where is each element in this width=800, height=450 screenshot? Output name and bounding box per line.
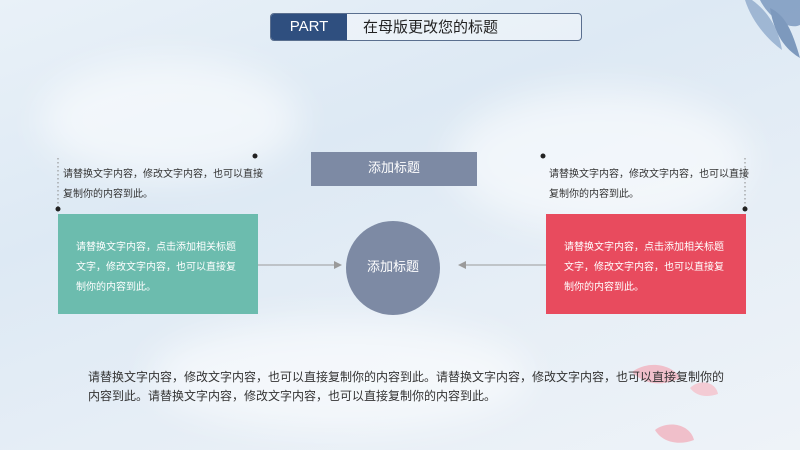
- page-title: 在母版更改您的标题: [363, 18, 499, 36]
- body-paragraph: 请替换文字内容，修改文字内容，也可以直接复制你的内容到此。请替换文字内容，修改文…: [88, 370, 725, 403]
- top-title-box: 添加标题: [311, 152, 477, 186]
- header-title-bar: PART 在母版更改您的标题: [270, 13, 582, 41]
- marker-dot: [540, 153, 546, 159]
- left-content-box: 请替换文字内容，点击添加相关标题文字，修改文字内容，也可以直接复制你的内容到此。: [58, 214, 258, 314]
- background-cloud: [150, 320, 530, 430]
- right-content-box: 请替换文字内容，点击添加相关标题文字，修改文字内容，也可以直接复制你的内容到此。: [546, 214, 746, 314]
- leaf-icon: [745, 0, 800, 58]
- left-content-text: 请替换文字内容，点击添加相关标题文字，修改文字内容，也可以直接复制你的内容到此。: [76, 242, 236, 293]
- center-title-circle: 添加标题: [346, 221, 440, 315]
- background-cloud: [450, 90, 750, 230]
- background-cloud: [40, 60, 300, 180]
- arrowhead-left-icon: [458, 261, 466, 269]
- petal-icon: [632, 364, 718, 443]
- marker-dot: [55, 206, 61, 212]
- right-content-text: 请替换文字内容，点击添加相关标题文字，修改文字内容，也可以直接复制你的内容到此。: [564, 242, 724, 293]
- arrowhead-right-icon: [334, 261, 342, 269]
- right-note-text: 请替换文字内容，修改文字内容，也可以直接复制你的内容到此。: [549, 169, 749, 200]
- dotted-guide-left-top: [58, 156, 255, 158]
- left-note-text: 请替换文字内容，修改文字内容，也可以直接复制你的内容到此。: [63, 169, 263, 200]
- marker-dot: [742, 206, 748, 212]
- part-label: PART: [271, 14, 347, 40]
- marker-dot: [252, 153, 258, 159]
